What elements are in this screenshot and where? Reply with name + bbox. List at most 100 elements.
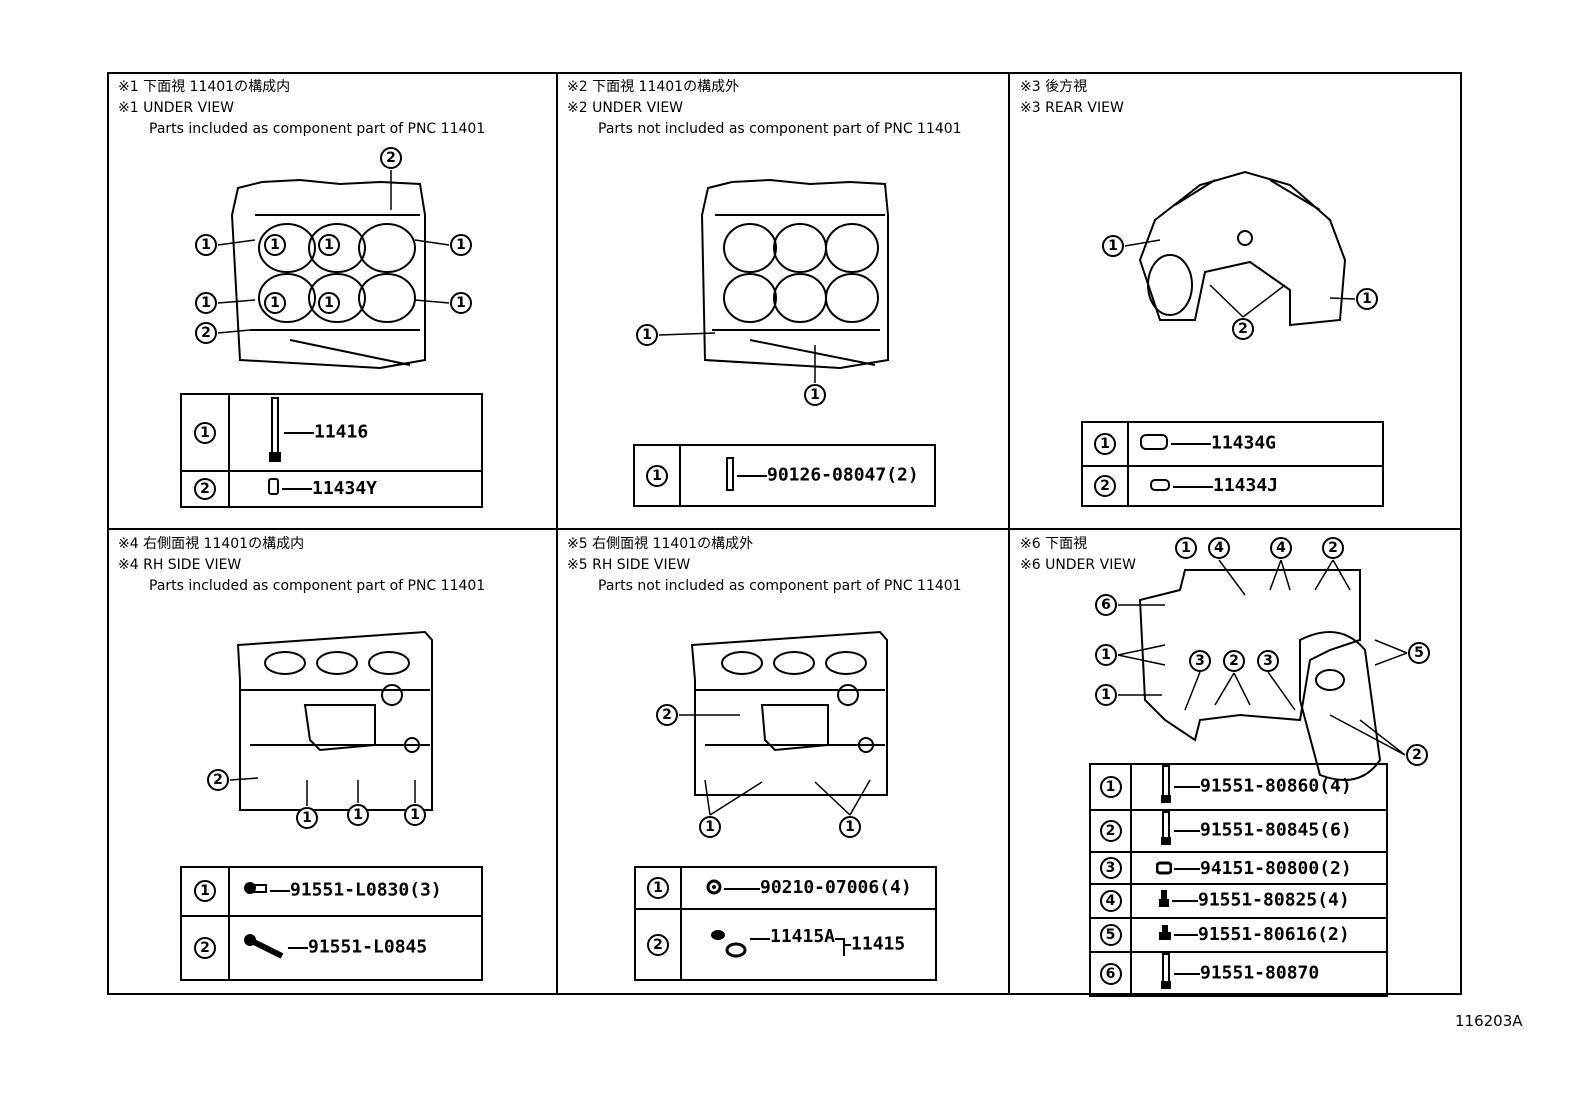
part-number[interactable]: 91551-L0830(3) (290, 879, 442, 901)
washer-icon (706, 879, 722, 899)
part-number[interactable]: 91551-L0845 (308, 936, 428, 958)
title-jp: ※4 右側面視 11401の構成内 (118, 536, 305, 552)
panel-3-header: ※3 後方視 ※3 REAR VIEW (1020, 77, 1124, 119)
title-en: ※3 REAR VIEW (1020, 100, 1124, 116)
part-number[interactable]: 90210-07006(4) (760, 877, 912, 899)
part-number[interactable]: 11434G (1211, 432, 1277, 454)
item-number: 2 (194, 936, 216, 959)
callout-1: 1 (264, 292, 286, 314)
nut-icon (1155, 860, 1173, 879)
callout-1: 1 (636, 324, 658, 346)
callout-1: 1 (318, 234, 340, 256)
callout-1: 1 (318, 292, 340, 314)
title-jp: ※2 下面視 11401の構成外 (567, 79, 740, 95)
parts-table-5: 1 90210-07006(4) 2 11415A 11415 (634, 865, 937, 981)
note: Parts not included as component part of … (598, 121, 962, 137)
note: Parts included as component part of PNC … (149, 578, 486, 594)
panel-1-header: ※1 下面視 11401の構成内 ※1 UNDER VIEW Parts inclu… (118, 77, 485, 140)
callout-1: 1 (1356, 288, 1378, 310)
title-en: ※2 UNDER VIEW (567, 100, 684, 116)
title-en: ※4 RH SIDE VIEW (118, 557, 242, 573)
long-bolt-icon (1160, 953, 1172, 995)
note: Parts included as component part of PNC … (149, 121, 486, 137)
item-number: 1 (646, 464, 668, 487)
engine-block-rh-side-view-4 (229, 630, 433, 811)
part-number[interactable]: 91551-80860(4) (1200, 775, 1352, 797)
part-number[interactable]: 11415A (770, 925, 836, 947)
callout-3: 3 (1257, 650, 1279, 672)
stud-bolt-icon (725, 456, 735, 495)
part-number[interactable]: 91551-80870 (1200, 962, 1320, 984)
dowel-pin-icon (1139, 432, 1169, 456)
callout-1: 1 (450, 292, 472, 314)
callout-2: 2 (207, 769, 229, 791)
part-number[interactable]: 11434Y (312, 477, 378, 499)
callout-2: 2 (656, 704, 678, 726)
callout-1: 1 (839, 816, 861, 838)
callout-1: 1 (804, 384, 826, 406)
callout-1: 1 (195, 292, 217, 314)
callout-1: 1 (1102, 235, 1124, 257)
diagram-frame (107, 72, 1462, 995)
engine-block-rh-side-view-5 (679, 630, 888, 816)
callout-1: 1 (450, 234, 472, 256)
parts-table-1: 1 11416 2 11434Y (180, 393, 483, 508)
long-bolt-icon (268, 396, 282, 470)
part-number[interactable]: 91551-80825(4) (1198, 889, 1350, 911)
callout-4: 4 (1208, 537, 1230, 559)
part-number[interactable]: 91551-80616(2) (1198, 923, 1350, 945)
item-number: 2 (194, 478, 216, 500)
title-en: ※5 RH SIDE VIEW (567, 557, 691, 573)
callout-1: 1 (404, 804, 426, 826)
callout-1: 1 (699, 816, 721, 838)
title-jp: ※1 下面視 11401の構成内 (118, 79, 291, 95)
title-en: ※1 UNDER VIEW (118, 100, 235, 116)
item-number: 2 (1094, 474, 1116, 497)
item-number: 1 (194, 880, 216, 903)
flange-bolt-icon (242, 932, 286, 964)
part-number[interactable]: 11416 (314, 421, 369, 442)
callout-2: 2 (1223, 650, 1245, 672)
item-number: 1 (1099, 776, 1122, 798)
callout-2: 2 (1322, 537, 1344, 559)
callout-6: 6 (1095, 594, 1117, 616)
part-number[interactable]: 94151-80800(2) (1200, 857, 1352, 879)
panel-6-header: ※6 下面視 ※6 UNDER VIEW (1020, 534, 1136, 576)
assembly-part-number[interactable]: 11415 (851, 933, 906, 955)
item-number: 4 (1099, 890, 1122, 912)
engine-block-under-view-1 (217, 170, 450, 370)
panel-4-header: ※4 右側面視 11401の構成内 ※4 RH SIDE VIEW Parts in… (118, 534, 485, 597)
callout-5: 5 (1408, 642, 1430, 664)
callout-1: 1 (1095, 684, 1117, 706)
note: Parts not included as component part of … (598, 578, 962, 594)
callout-2: 2 (1406, 744, 1428, 766)
item-number: 1 (1094, 432, 1116, 455)
part-number[interactable]: 11434J (1213, 475, 1279, 497)
long-bolt-icon (1160, 765, 1172, 809)
engine-block-under-view-2 (658, 178, 889, 383)
parts-table-2: 1 90126-08047(2) (633, 444, 936, 507)
divider (556, 72, 558, 995)
title-en: ※6 UNDER VIEW (1020, 557, 1137, 573)
callout-4: 4 (1270, 537, 1292, 559)
short-bolt-icon (1158, 889, 1170, 913)
part-number[interactable]: 91551-80845(6) (1200, 819, 1352, 841)
callout-2: 2 (195, 322, 217, 344)
dowel-pin-icon (1149, 477, 1171, 497)
callout-2: 2 (1232, 318, 1254, 340)
short-bolt-icon (1158, 924, 1172, 946)
dowel-pin-icon (268, 478, 280, 500)
item-number: 6 (1099, 963, 1122, 985)
item-number: 1 (647, 877, 669, 900)
title-jp: ※3 後方視 (1020, 79, 1088, 95)
title-jp: ※6 下面視 (1020, 536, 1088, 552)
item-number: 1 (194, 421, 216, 444)
item-number: 2 (647, 933, 669, 956)
part-number[interactable]: 90126-08047(2) (767, 464, 919, 485)
callout-1: 1 (1095, 644, 1117, 666)
callout-1: 1 (195, 234, 217, 256)
divider (1008, 72, 1010, 995)
